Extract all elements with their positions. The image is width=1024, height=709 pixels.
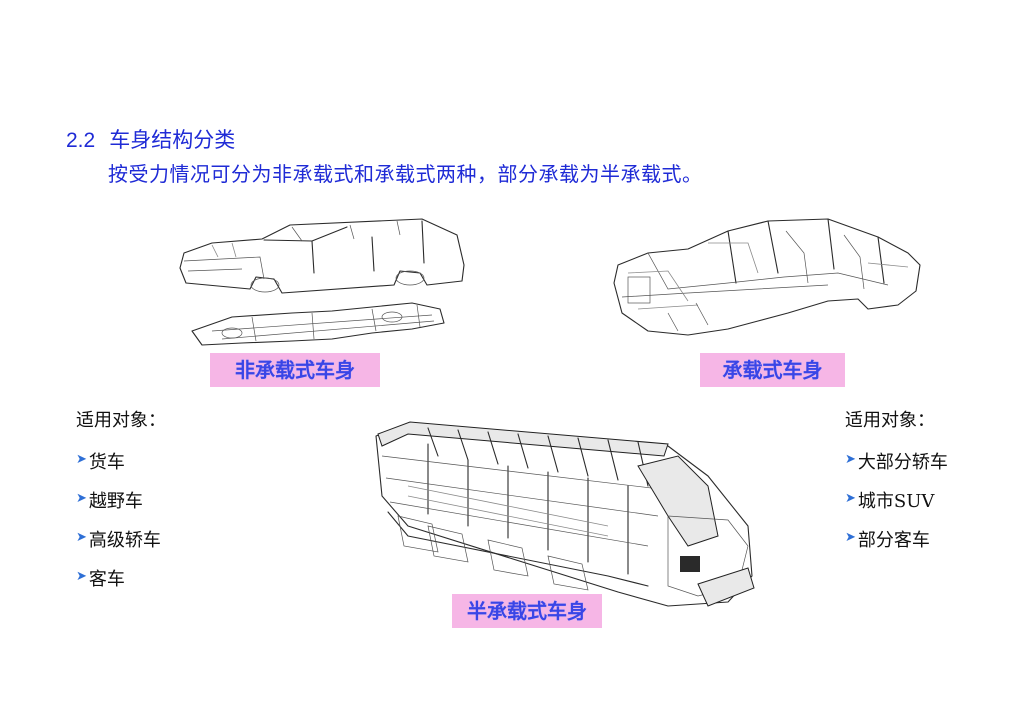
- body-on-frame-caption: 非承载式车身: [210, 353, 380, 387]
- semi-unibody-figure: [368, 416, 768, 612]
- list-item: ➤客车: [76, 565, 166, 604]
- section-number: 2.2: [66, 129, 96, 152]
- list-item-label: 高级轿车: [88, 530, 161, 551]
- body-on-frame-figure: [172, 213, 472, 353]
- list-item: ➤部分客车: [845, 526, 948, 565]
- semi-unibody-caption: 半承载式车身: [452, 594, 602, 628]
- right-applicable-list: 适用对象： ➤大部分轿车 ➤城市SUV ➤部分客车: [845, 406, 948, 565]
- list-item: ➤货车: [76, 448, 166, 487]
- intro-text: 按受力情况可分为非承载式和承载式两种，部分承载为半承载式。: [108, 162, 703, 186]
- chevron-right-icon: ➤: [76, 491, 87, 506]
- list-item-label: 货车: [88, 452, 125, 473]
- chevron-right-icon: ➤: [845, 452, 856, 467]
- list-item-label: 客车: [88, 569, 125, 590]
- station-wagon-body-drawing: [179, 218, 465, 346]
- list-item: ➤城市SUV: [845, 487, 948, 526]
- chevron-right-icon: ➤: [845, 530, 856, 545]
- chevron-right-icon: ➤: [76, 569, 87, 584]
- section-title-text: 车身结构分类: [109, 129, 236, 152]
- chevron-right-icon: ➤: [76, 530, 87, 545]
- unibody-caption: 承载式车身: [700, 353, 845, 387]
- list-item-label: 大部分轿车: [857, 452, 948, 473]
- list-item: ➤高级轿车: [76, 526, 166, 565]
- list-item-label: 城市SUV: [857, 491, 935, 512]
- chevron-right-icon: ➤: [76, 452, 87, 467]
- list-item: ➤大部分轿车: [845, 448, 948, 487]
- list-item-label: 越野车: [88, 491, 143, 512]
- left-applicable-list: 适用对象： ➤货车 ➤越野车 ➤高级轿车 ➤客车: [76, 406, 166, 604]
- right-list-heading: 适用对象：: [845, 410, 935, 431]
- unibody-figure: [608, 213, 924, 353]
- chevron-right-icon: ➤: [845, 491, 856, 506]
- bus-frame-drawing: [375, 421, 755, 607]
- list-item: ➤越野车: [76, 487, 166, 526]
- left-list-heading: 适用对象：: [76, 410, 166, 431]
- unibody-shell-drawing: [613, 218, 921, 336]
- list-item-label: 部分客车: [857, 530, 930, 551]
- section-title: 2.2 车身结构分类: [66, 124, 235, 154]
